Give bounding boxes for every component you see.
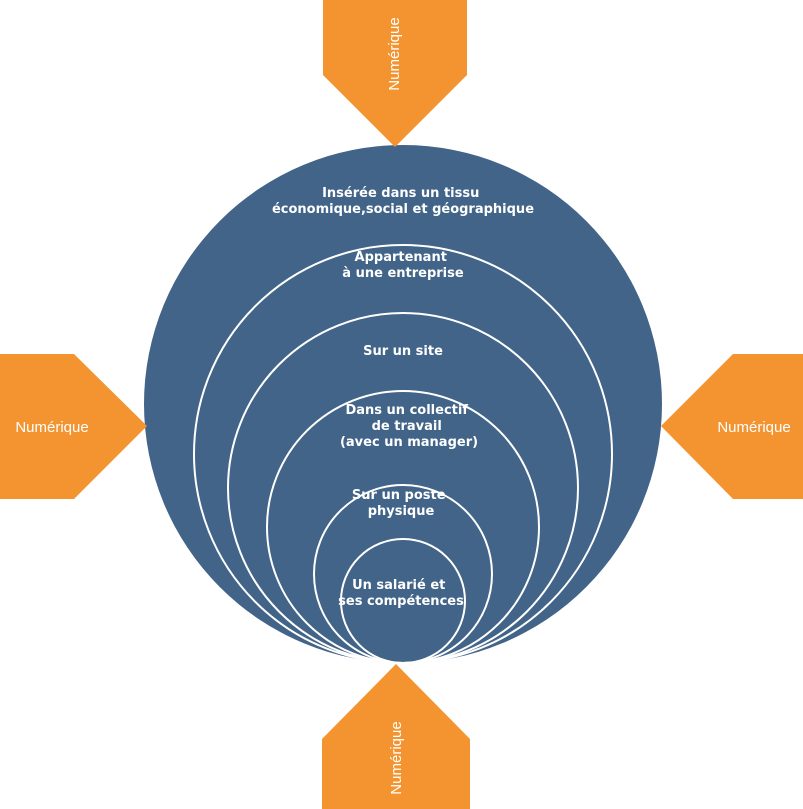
ring-label-entreprise: Appartenant à une entreprise: [342, 250, 464, 281]
ring-label-line: Sur un poste: [352, 488, 446, 503]
outer-circle: [144, 145, 662, 663]
arrow-right-label: Numérique: [717, 419, 790, 436]
ring-outlines: [193, 244, 613, 664]
arrow-left-label: Numérique: [15, 419, 88, 436]
ring-label-line: Sur un site: [363, 344, 443, 359]
ring-outline-salarie: [340, 538, 466, 664]
ring-label-collectif: Dans un collectif de travail (avec un ma…: [340, 403, 478, 450]
ring-label-site: Sur un site: [363, 344, 443, 359]
arrow-bottom: Numérique: [322, 664, 470, 809]
ring-label-tissu: Insérée dans un tissu économique,social …: [272, 186, 534, 217]
arrow-right-shape: [0, 354, 147, 499]
ring-labels: Insérée dans un tissu économique,social …: [272, 186, 534, 609]
ring-label-line: économique,social et géographique: [272, 202, 534, 217]
arrow-top: Numérique: [323, 0, 467, 147]
ring-label-line: (avec un manager): [340, 435, 478, 450]
ring-label-line: de travail: [372, 419, 442, 434]
arrow-bottom-label: Numérique: [388, 721, 405, 794]
ring-label-line: ses compétences: [338, 594, 464, 609]
ring-label-salarie: Un salarié et ses compétences: [338, 578, 464, 609]
arrow-up-shape: [322, 664, 470, 809]
arrow-left: Numérique: [0, 354, 147, 499]
arrow-top-label: Numérique: [386, 17, 403, 90]
ring-label-line: Un salarié et: [352, 578, 445, 593]
ring-label-line: à une entreprise: [342, 266, 464, 281]
arrow-left-shape: [661, 354, 803, 499]
ring-label-poste: Sur un poste physique: [352, 488, 450, 519]
ring-label-line: Insérée dans un tissu: [322, 186, 479, 201]
ring-label-line: Dans un collectif: [345, 403, 468, 418]
ring-label-line: Appartenant: [355, 250, 447, 265]
arrow-right: Numérique: [661, 354, 803, 499]
ring-label-line: physique: [368, 504, 435, 519]
arrow-down-shape: [323, 0, 467, 147]
